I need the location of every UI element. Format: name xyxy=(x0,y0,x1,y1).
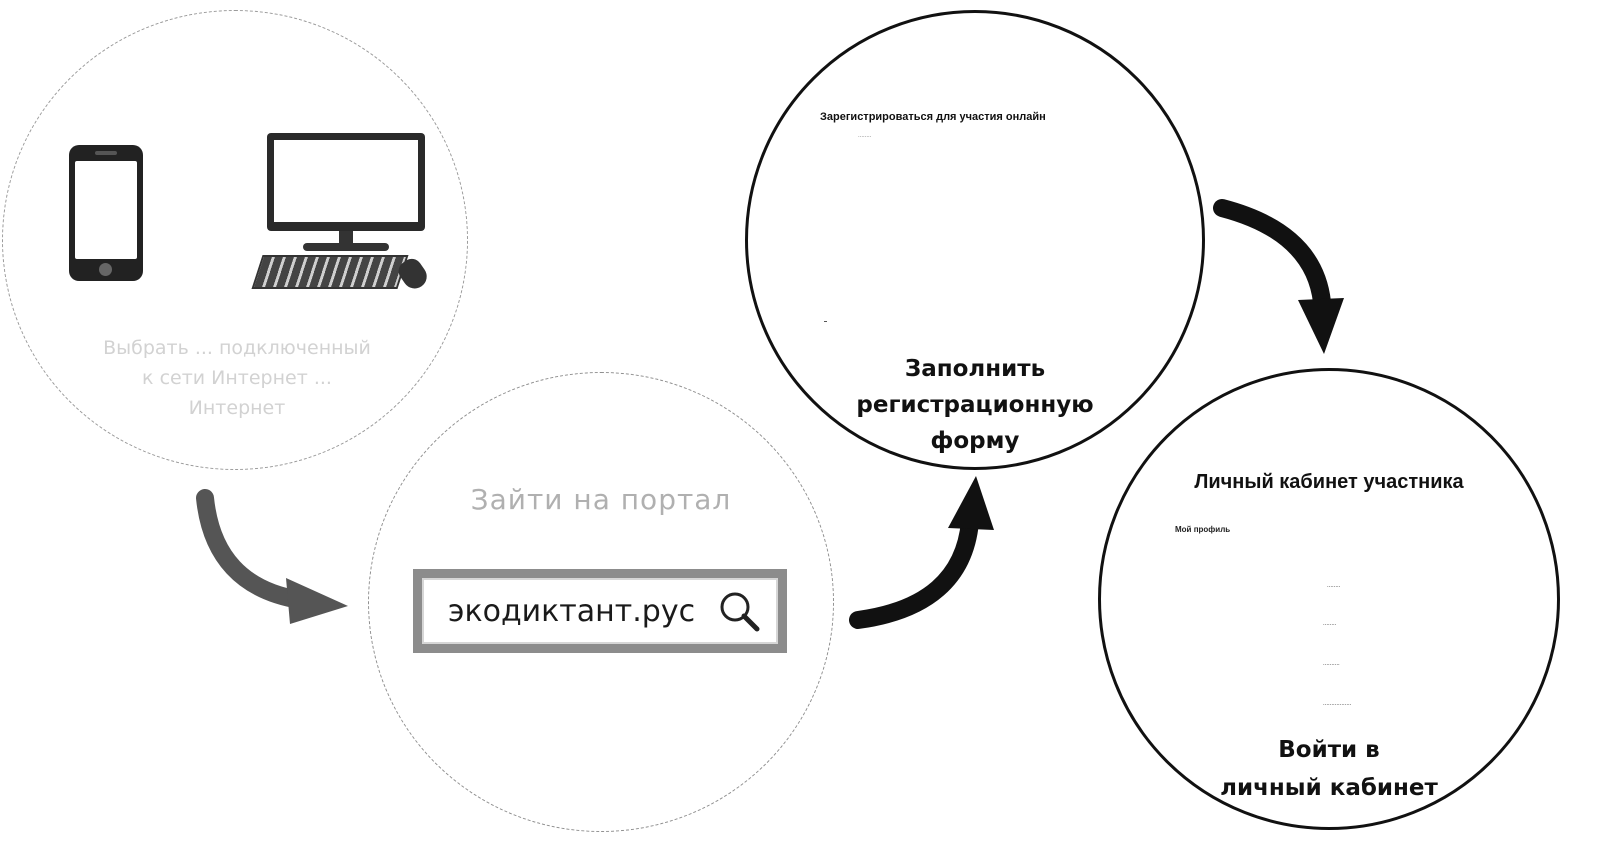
step-form-circle: Зарегистрироваться для участия онлайн ..… xyxy=(745,10,1205,470)
phone-screen xyxy=(75,161,137,259)
step-cabinet-caption: Войти в личный кабинет xyxy=(1101,731,1557,807)
cabinet-menu-item: ........ xyxy=(1327,583,1341,589)
monitor-screen xyxy=(274,140,418,222)
arrow-portal-to-form xyxy=(849,476,994,629)
search-input[interactable]: экодиктант.рус xyxy=(422,578,778,644)
form-screenshot-heading: Зарегистрироваться для участия онлайн xyxy=(820,111,1046,123)
cabinet-menu-item: .......... xyxy=(1323,661,1340,667)
cabinet-menu-item: ................. xyxy=(1323,701,1352,707)
step-form-caption: Заполнить регистрационную форму xyxy=(748,351,1202,459)
step-portal-title: Зайти на портал xyxy=(470,483,732,516)
step-device-circle: Выбрать ... подключенный к сети Интернет… xyxy=(2,10,468,470)
smartphone-icon xyxy=(69,145,143,281)
caption-line: Интернет xyxy=(188,397,286,419)
caption-line: Войти в xyxy=(1278,737,1380,763)
caption-line: Заполнить xyxy=(904,356,1046,382)
keyboard-icon xyxy=(251,255,409,289)
caption-line: личный кабинет xyxy=(1220,775,1438,801)
caption-line: форму xyxy=(930,428,1020,454)
search-icon[interactable] xyxy=(716,588,762,634)
form-screenshot-mark xyxy=(824,321,827,322)
step-device-caption: Выбрать ... подключенный к сети Интернет… xyxy=(47,333,427,423)
caption-line: к сети Интернет ... xyxy=(142,367,332,389)
cabinet-screenshot-heading: Личный кабинет участника xyxy=(1194,471,1464,493)
monitor-base xyxy=(303,243,389,251)
step-portal-circle: Зайти на портал экодиктант.рус xyxy=(368,372,834,832)
search-box[interactable]: экодиктант.рус xyxy=(413,569,787,653)
arrow-device-to-portal xyxy=(196,489,348,624)
cabinet-screenshot-subheading: Мой профиль xyxy=(1175,525,1231,534)
search-input-value: экодиктант.рус xyxy=(448,594,696,629)
step-cabinet-circle: Личный кабинет участника Мой профиль ...… xyxy=(1098,368,1560,830)
phone-speaker xyxy=(95,151,117,155)
caption-line: Выбрать ... подключенный xyxy=(103,337,371,359)
form-screenshot-subtext: ........ xyxy=(858,133,872,139)
caption-line: регистрационную xyxy=(856,392,1094,418)
phone-home-button xyxy=(99,263,112,276)
monitor-stand xyxy=(339,231,353,245)
desktop-computer-icon xyxy=(267,133,425,231)
arrow-form-to-cabinet xyxy=(1213,199,1344,354)
cabinet-menu-item: ........ xyxy=(1323,621,1337,627)
